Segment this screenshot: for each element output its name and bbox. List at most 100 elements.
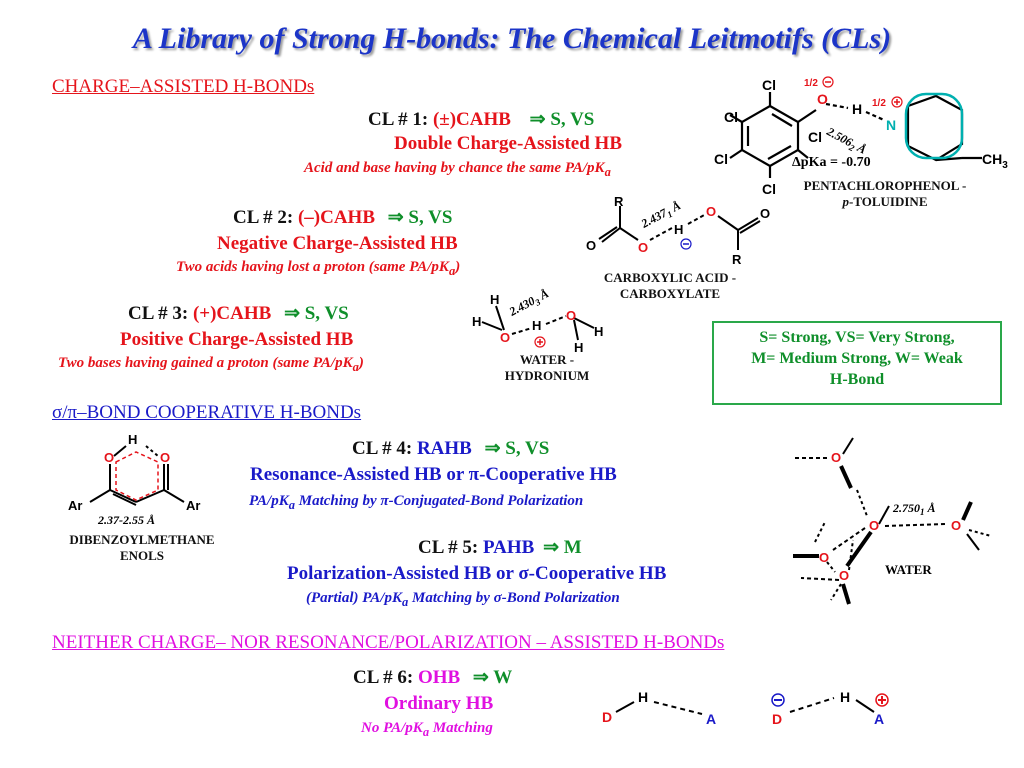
legend-line-3: H-Bond <box>829 371 885 388</box>
cl5-heading: CL # 5: PAHB ⇒ M <box>418 536 582 559</box>
oh-n-distance: 2.5062 Å <box>823 124 869 159</box>
donor-atom: D <box>602 709 612 725</box>
cl4-desc-sub: a <box>288 498 295 512</box>
hydrogen-atom: H <box>532 318 541 333</box>
mol3-caption-line2: HYDRONIUM <box>504 368 590 383</box>
oxygen-atom: O <box>104 450 114 465</box>
half-charge-label: 1/2 <box>804 78 818 89</box>
cl2-arrow: ⇒ <box>387 207 404 228</box>
cl-atom: Cl <box>724 109 738 125</box>
hydrogen-atom: H <box>574 340 583 354</box>
mol3-caption-line1: WATER - <box>519 352 575 367</box>
cl6-code: OHB <box>417 667 461 688</box>
mol2-caption: CARBOXYLIC ACID - CARBOXYLATE <box>580 270 760 302</box>
toluidine-ring-highlight <box>904 92 964 160</box>
hydrogen-atom: H <box>840 689 850 705</box>
cl4-desc-c: -Conjugated-Bond Polarization <box>388 493 584 509</box>
half-charge-label: 1/2 <box>872 98 886 109</box>
cl1-desc-text: Acid and base having by chance the same … <box>304 160 605 176</box>
aryl-group: Ar <box>68 498 82 513</box>
oxygen-atom: O <box>566 308 576 323</box>
cl2-desc-sub: a <box>448 264 456 278</box>
cl5-arrow: ⇒ <box>543 537 559 558</box>
cl3-desc-sub: a <box>352 360 359 374</box>
hydrogen-atom: H <box>128 432 137 447</box>
mol2-caption-line2: CARBOXYLATE <box>619 286 721 301</box>
cl5-label: CL # 5: <box>418 537 479 558</box>
cl5-desc-b: Matching by <box>408 590 494 606</box>
cl2-heading: CL # 2: (–)CAHB ⇒ S, VS <box>233 206 452 229</box>
oxygen-atom: O <box>839 568 849 583</box>
carboxylic-acid-carboxylate-structure: R O O H O O R 2.4371 Å <box>586 194 770 267</box>
strength-legend: S= Strong, VS= Very Strong, M= Medium St… <box>712 321 1002 405</box>
cl3-desc-close: ) <box>358 355 364 371</box>
ordinary-hb-scheme: D H A <box>602 689 716 727</box>
pentachlorophenol-toluidine-structure: Cl Cl Cl Cl Cl O H N CH3 1/2 1/2 2.5062 … <box>714 76 1008 197</box>
hydrogen-atom: H <box>852 101 862 117</box>
cl1-strength: S, VS <box>550 109 595 130</box>
charged-hb-scheme: D H A <box>771 689 889 727</box>
cl3-desc-text: Two bases having gained a proton (same P… <box>58 355 353 371</box>
aryl-group: Ar <box>186 498 200 513</box>
cl5-desc-sigma: σ <box>493 590 502 606</box>
cl-atom: Cl <box>808 129 822 145</box>
hydrogen-atom: H <box>490 292 499 307</box>
cl3-name: Positive Charge-Assisted HB <box>120 329 354 350</box>
cl2-description: Two acids having lost a proton (same PA/… <box>176 259 460 279</box>
r-group: R <box>732 252 742 267</box>
o-o-distance: 2.7501 Å <box>892 501 936 517</box>
mol3-caption: WATER - HYDRONIUM <box>482 352 612 384</box>
cl3-heading: CL # 3: (+)CAHB ⇒ S, VS <box>128 302 349 325</box>
cl3-strength: S, VS <box>304 303 349 324</box>
hydrogen-atom: H <box>472 314 481 329</box>
cl3-label: CL # 3: <box>128 303 189 324</box>
cl1-desc-sub: a <box>604 165 611 179</box>
acceptor-atom: A <box>874 711 884 727</box>
cl4-desc-pi: π <box>380 493 389 509</box>
cl1-description: Acid and base having by chance the same … <box>304 160 611 180</box>
resonance-ring-highlight <box>115 451 159 501</box>
oxygen-atom: O <box>760 206 770 221</box>
cl6-desc-sub: a <box>422 725 430 739</box>
cl4-strength: S, VS <box>505 438 550 459</box>
water-hydronium-structure: H H O H O H H 2.4303 Å <box>472 286 603 354</box>
oxygen-atom: O <box>500 330 510 345</box>
oxygen-atom: O <box>586 238 596 253</box>
mol4-caption: DIBENZOYLMETHANE ENOLS <box>52 532 232 564</box>
cl2-name: Negative Charge-Assisted HB <box>217 233 458 254</box>
cl4-desc-a: PA/pK <box>249 493 289 509</box>
methyl-group: CH3 <box>982 151 1008 171</box>
cl2-desc-close: ) <box>455 259 461 275</box>
hydrogen-atom: H <box>638 689 648 705</box>
mol4-caption-line1: DIBENZOYLMETHANE <box>69 532 215 547</box>
hydrogen-atom: H <box>594 324 603 339</box>
cl1-label: CL # 1: <box>368 109 429 130</box>
mol1-caption: PENTACHLOROPHENOL - p-TOLUIDINE <box>770 178 1000 210</box>
cl2-strength: S, VS <box>408 207 453 228</box>
cl2-code: (–)CAHB <box>297 207 375 228</box>
cl3-code: (+)CAHB <box>192 303 272 324</box>
cl6-name: Ordinary HB <box>384 693 494 714</box>
mol1-caption-line1: PENTACHLOROPHENOL - <box>803 178 967 193</box>
cl6-desc-a: No PA/pK <box>361 720 423 736</box>
cl-atom: Cl <box>762 181 776 197</box>
cl3-arrow: ⇒ <box>284 303 300 324</box>
section-charge-assisted: CHARGE–ASSISTED H-BONDs <box>52 76 315 97</box>
donor-atom: D <box>772 711 782 727</box>
cl1-heading: CL # 1: (±)CAHB ⇒ S, VS <box>368 108 594 131</box>
cl-atom: Cl <box>762 77 776 93</box>
mol1-caption-line2: p-TOLUIDINE <box>842 194 928 209</box>
cl3-description: Two bases having gained a proton (same P… <box>58 355 364 375</box>
cl1-code: (±)CAHB <box>432 109 511 130</box>
mol2-caption-line1: CARBOXYLIC ACID - <box>603 270 737 285</box>
page-title: A Library of Strong H-bonds: The Chemica… <box>132 22 892 55</box>
delta-pka-value: ΔpKa = -0.70 <box>792 155 871 170</box>
cl6-arrow: ⇒ <box>472 667 489 688</box>
cl2-desc-text: Two acids having lost a proton (same PA/… <box>176 259 449 275</box>
oxygen-atom: O <box>638 240 648 255</box>
mol5-caption: WATER <box>885 562 932 577</box>
mol4-caption-line2: ENOLS <box>119 548 165 563</box>
legend-line-2: M= Medium Strong, W= Weak <box>751 350 963 367</box>
oxygen-atom: O <box>951 518 961 533</box>
cl6-heading: CL # 6: OHB ⇒ W <box>353 666 512 689</box>
